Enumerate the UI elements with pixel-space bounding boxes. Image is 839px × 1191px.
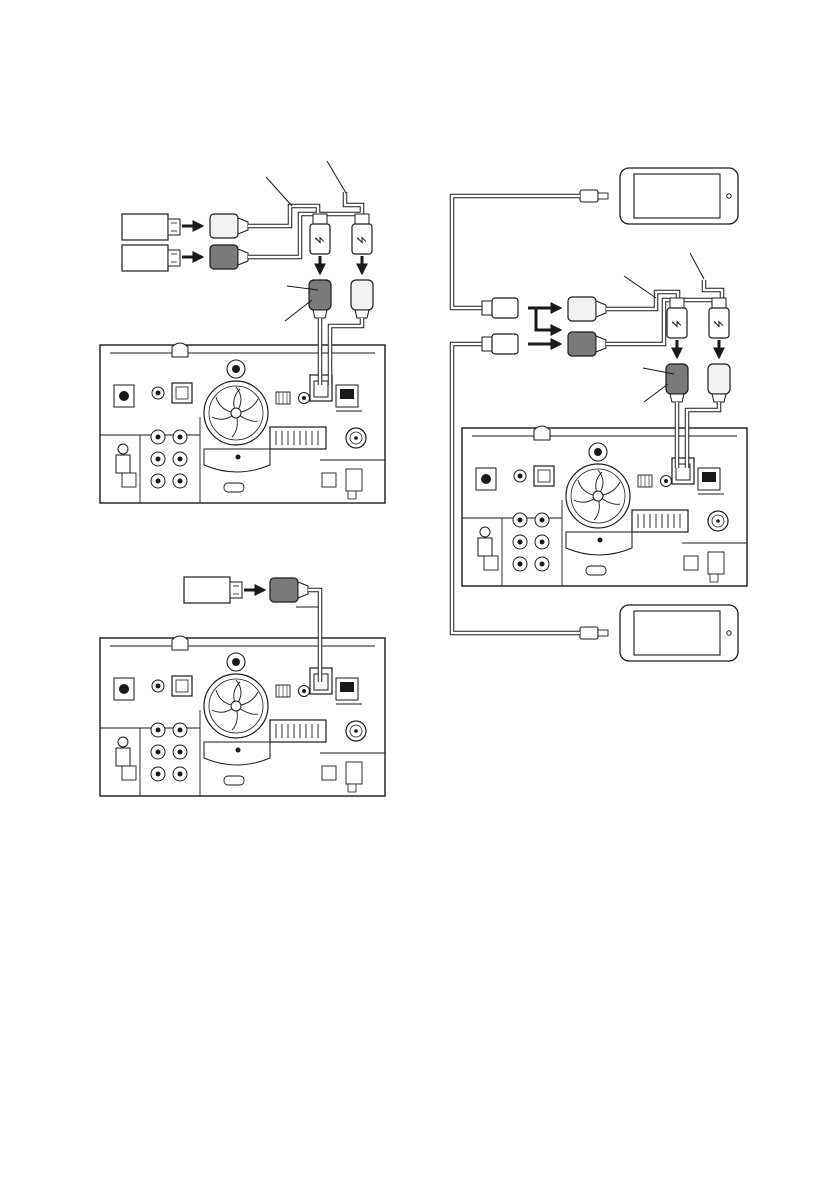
single-usb-flash-diagram [100,577,385,796]
usb-plug [482,334,518,354]
usb-cable-socket [708,364,730,402]
usb-plug [667,298,687,338]
usb-plug [482,298,518,318]
callout-leader [690,253,704,279]
usb-flash-drive-icon [122,214,180,240]
lightning-plug [580,627,608,639]
iphone-icon [620,605,738,661]
usb-cable-socket [351,280,373,318]
callout-leader [644,384,668,402]
usb-cable-receptacle [270,578,308,602]
usb-cable-socket [309,280,331,318]
head-unit-rear-panel [462,426,747,586]
dual-iphone-diagram [452,168,747,661]
usb-plug [352,214,372,254]
usb-flash-drive-icon [184,577,242,603]
head-unit-rear-panel [100,343,385,503]
iphone-icon [620,168,738,224]
usb-flash-drive-icon [122,245,180,271]
connect-arrow [536,308,560,330]
callout-leader [624,276,656,298]
callout-leader [285,300,312,321]
usb-extension-receptacle [210,245,248,269]
callout-leader [327,161,346,193]
lightning-plug [580,190,608,202]
usb-extension-receptacle [568,297,606,321]
usb-extension-receptacle [568,332,606,356]
usb-cable-socket [666,364,688,402]
dual-usb-flash-diagram [100,161,385,503]
usb-plug [709,298,729,338]
usb-plug [310,214,330,254]
callout-leader [266,177,292,206]
head-unit-rear-panel [100,636,385,796]
usb-extension-receptacle [210,214,248,238]
